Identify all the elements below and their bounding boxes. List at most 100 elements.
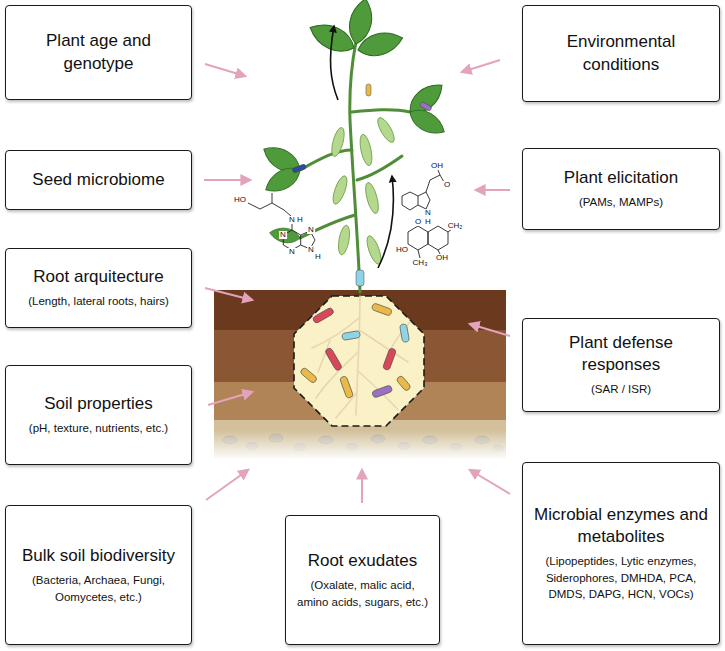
factor-box: Microbial enzymes and metabolites (Lipope…: [522, 462, 720, 645]
rhizosphere: [396, 375, 412, 392]
box-detail: (pH, texture, nutrients, etc.): [29, 420, 168, 437]
box-title: Plant elicitation: [564, 167, 678, 189]
atom-label: OH: [435, 254, 449, 262]
molecule-structures: [248, 203, 292, 217]
molecule-structures: [426, 175, 440, 192]
factor-box: Root exudates (Oxalate, malic acid, amino…: [285, 515, 440, 645]
box-title: Soil properties: [44, 393, 153, 415]
factor-box: Root arquitecture(Length, lateral roots,…: [5, 248, 192, 328]
influence-arrow: [204, 179, 250, 181]
influence-arrow: [204, 60, 510, 503]
box-title: Microbial enzymes and metabolites: [531, 504, 711, 548]
rhizosphere: [300, 303, 412, 399]
atom-label: HO: [233, 196, 247, 204]
molecule-structures: [402, 192, 418, 210]
soybean-plant: [363, 181, 381, 214]
factor-box: Environmental conditions: [522, 5, 720, 102]
soybean-plant: [292, 84, 432, 286]
factor-box: Plant age and genotype: [5, 5, 192, 100]
molecule-structures: [438, 170, 440, 175]
atom-label: O: [414, 218, 422, 226]
soybean-plant: [300, 42, 410, 292]
rhizosphere: [294, 296, 424, 426]
atom-label: H: [296, 216, 304, 224]
atom-label: HO: [395, 246, 409, 254]
factor-box: Soil properties (pH, texture, nutrients, …: [5, 365, 192, 465]
rhizosphere: [294, 296, 424, 426]
box-title: Environmental conditions: [531, 31, 711, 75]
soybean-plant: [292, 164, 307, 173]
atom-label: N: [288, 216, 296, 224]
atom-label: N: [424, 209, 432, 217]
atom-label: N: [288, 248, 296, 256]
rhizosphere: [357, 370, 398, 410]
atom-label: H: [424, 218, 432, 226]
box-title: Plant defense responses: [531, 332, 711, 376]
box-detail: (SAR / ISR): [591, 381, 651, 398]
molecule-structures: [418, 250, 420, 258]
atom-label: CH₂: [447, 222, 464, 230]
soybean-plant: [355, 28, 405, 61]
molecule-structures: [248, 170, 452, 258]
soybean-plant: [378, 176, 393, 268]
factor-box: Plant defense responses (SAR / ISR): [522, 318, 720, 412]
factor-box: Seed microbiome: [5, 150, 192, 210]
influence-arrow: [206, 470, 248, 500]
influence-arrow: [462, 60, 500, 72]
box-detail: (PAMs, MAMPs): [579, 194, 663, 211]
soil-layers: [214, 430, 506, 460]
soybean-plant: [330, 174, 350, 206]
soybean-plant: [352, 110, 410, 112]
molecule-structures: [272, 193, 273, 203]
rhizosphere: [342, 330, 361, 340]
rhizosphere: [300, 367, 318, 384]
influence-arrow: [361, 470, 363, 503]
molecule-structures: [418, 192, 430, 209]
soybean-plant: [358, 133, 374, 166]
atom-label: N: [279, 231, 287, 239]
rhizosphere: [325, 347, 343, 371]
influence-arrow: [205, 288, 252, 300]
soybean-plant: [300, 150, 352, 170]
rhizosphere: [382, 348, 396, 371]
influence-arrow: [476, 189, 510, 191]
soybean-plant: [366, 84, 371, 96]
atom-label: OH: [430, 162, 444, 170]
rhizosphere: [356, 296, 360, 415]
box-title: Bulk soil biodiversity: [22, 545, 175, 567]
atom-label: CH₃: [412, 259, 429, 267]
soybean-plant: [350, 42, 360, 292]
rhizosphere: [312, 296, 410, 418]
rhizosphere: [390, 322, 410, 350]
atom-label: O: [443, 181, 451, 189]
influence-arrow: [205, 64, 245, 76]
box-title: Plant age and genotype: [14, 30, 183, 74]
box-title: Root exudates: [308, 550, 418, 572]
atom-label: H: [314, 253, 322, 261]
influence-arrow: [208, 392, 252, 405]
influence-arrow: [470, 324, 510, 336]
soybean-plant: [268, 226, 301, 245]
factor-box: Plant elicitation (PAMs, MAMPs): [522, 148, 720, 230]
rhizosphere: [312, 307, 335, 324]
molecule-structures: [428, 226, 448, 250]
atom-label: N: [307, 226, 315, 234]
rhizosphere: [339, 376, 353, 399]
soybean-plant: [259, 0, 449, 245]
soybean-plant: [259, 0, 449, 292]
influence-arrow: [470, 470, 510, 494]
soil-layers: [214, 290, 506, 460]
soybean-plant: [329, 126, 346, 158]
box-title: Seed microbiome: [32, 169, 164, 191]
box-detail: (Oxalate, malic acid, amino acids, sugar…: [294, 577, 431, 610]
soybean-plant: [356, 270, 364, 286]
rhizosphere: [371, 303, 392, 316]
soybean-plant: [331, 26, 394, 268]
box-detail: (Lipopeptides, Lytic enzymes, Siderophor…: [531, 553, 711, 603]
box-detail: (Bacteria, Archaea, Fungi, Oomycetes, et…: [14, 572, 183, 605]
soybean-plant: [336, 224, 351, 255]
molecule-structures: [408, 226, 428, 250]
factor-box: Bulk soil biodiversity (Bacteria, Archaea…: [5, 505, 192, 645]
rhizosphere: [399, 324, 409, 343]
soybean-plant: [375, 115, 398, 144]
